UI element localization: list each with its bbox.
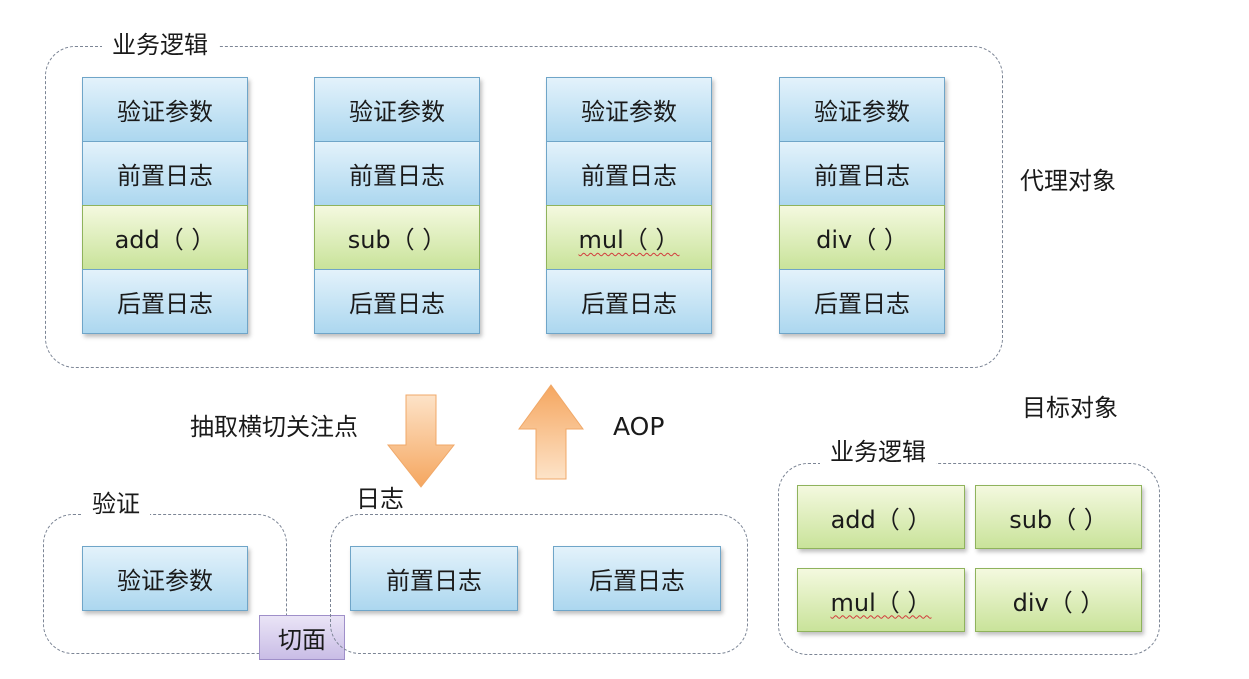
- pre-log-cell: 前置日志: [314, 141, 480, 206]
- pre-log-box: 前置日志: [350, 546, 518, 611]
- proxy-group-label: 业务逻辑: [102, 30, 218, 60]
- validation-group: [43, 514, 287, 654]
- up-arrow-icon: [518, 384, 584, 480]
- proxy-object-label: 代理对象: [1020, 167, 1116, 195]
- pre-log-cell: 前置日志: [779, 141, 945, 206]
- validate-params-cell: 验证参数: [82, 77, 248, 142]
- target-mul-text: mul（ ）: [830, 588, 932, 617]
- method-cell-div: div（ ）: [779, 205, 945, 270]
- method-cell-mul: mul（ ）: [546, 205, 712, 270]
- post-log-cell: 后置日志: [779, 269, 945, 334]
- target-div-box: div（ ）: [975, 568, 1142, 632]
- logging-group: [330, 514, 748, 654]
- target-group-label: 业务逻辑: [820, 437, 936, 467]
- target-sub-box: sub（ ）: [975, 485, 1142, 549]
- method-text-mul: mul（ ）: [578, 226, 680, 254]
- method-cell-add: add（ ）: [82, 205, 248, 270]
- post-log-cell: 后置日志: [82, 269, 248, 334]
- logging-group-label: 日志: [346, 484, 414, 514]
- target-object-label: 目标对象: [1022, 394, 1118, 422]
- validate-params-box: 验证参数: [82, 546, 248, 611]
- method-cell-sub: sub（ ）: [314, 205, 480, 270]
- proxy-stack-div: 验证参数 前置日志 div（ ） 后置日志: [779, 77, 945, 334]
- target-mul-box: mul（ ）: [797, 568, 965, 632]
- validate-params-cell: 验证参数: [779, 77, 945, 142]
- proxy-stack-add: 验证参数 前置日志 add（ ） 后置日志: [82, 77, 248, 334]
- target-add-box: add（ ）: [797, 485, 965, 549]
- down-arrow-icon: [386, 394, 456, 488]
- post-log-cell: 后置日志: [314, 269, 480, 334]
- proxy-stack-sub: 验证参数 前置日志 sub（ ） 后置日志: [314, 77, 480, 334]
- pre-log-cell: 前置日志: [546, 141, 712, 206]
- extract-crosscutting-label: 抽取横切关注点: [190, 413, 358, 441]
- aop-label: AOP: [613, 412, 665, 441]
- aspect-box: 切面: [259, 615, 345, 660]
- proxy-stack-mul: 验证参数 前置日志 mul（ ） 后置日志: [546, 77, 712, 334]
- validate-params-cell: 验证参数: [314, 77, 480, 142]
- proxy-business-logic-group: [45, 46, 1003, 368]
- target-business-logic-group: [778, 463, 1160, 655]
- validate-params-cell: 验证参数: [546, 77, 712, 142]
- pre-log-cell: 前置日志: [82, 141, 248, 206]
- validation-group-label: 验证: [82, 489, 150, 519]
- post-log-cell: 后置日志: [546, 269, 712, 334]
- post-log-box: 后置日志: [553, 546, 721, 611]
